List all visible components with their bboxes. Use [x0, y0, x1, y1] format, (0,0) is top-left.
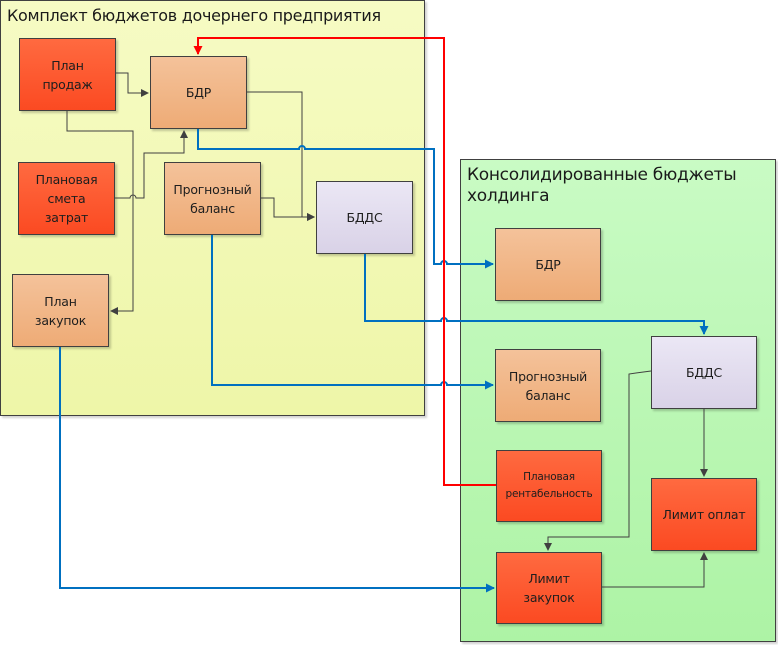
node-hold-purchase-limit[interactable]: Лимит закупок	[496, 552, 602, 624]
node-label: БДДС	[346, 210, 383, 225]
node-hold-bdr[interactable]: БДР	[495, 228, 601, 301]
node-label: Прогнозный баланс	[173, 181, 252, 216]
node-sub-forecast-balance[interactable]: Прогнозный баланс	[164, 162, 261, 235]
holding-container-title: Консолидированные бюджеты холдинга	[467, 165, 737, 206]
node-sub-cost-estimate[interactable]: Плановая смета затрат	[18, 162, 115, 235]
node-sub-sales-plan[interactable]: План продаж	[19, 38, 116, 111]
node-hold-payment-limit[interactable]: Лимит оплат	[651, 478, 757, 551]
node-label: БДР	[185, 85, 212, 100]
node-label: Плановая рентабельность	[505, 471, 593, 500]
subsidiary-container-title: Комплект бюджетов дочернего предприятия	[7, 6, 381, 25]
node-hold-forecast-balance[interactable]: Прогнозный баланс	[495, 349, 601, 422]
node-label: Прогнозный баланс	[508, 368, 588, 403]
node-sub-bdr[interactable]: БДР	[150, 56, 247, 129]
node-label: Лимит оплат	[662, 507, 746, 522]
node-label: План закупок	[34, 293, 87, 328]
node-label: План продаж	[42, 57, 93, 92]
node-label: Лимит закупок	[523, 571, 575, 605]
node-label: Плановая смета затрат	[35, 172, 98, 225]
node-hold-planned-profitability[interactable]: Плановая рентабельность	[496, 450, 602, 522]
node-sub-purchase-plan[interactable]: План закупок	[12, 274, 109, 347]
node-sub-bdds[interactable]: БДДС	[316, 181, 413, 254]
node-label: БДР	[535, 257, 561, 272]
node-label: БДДС	[685, 365, 723, 380]
node-hold-bdds[interactable]: БДДС	[651, 336, 757, 409]
